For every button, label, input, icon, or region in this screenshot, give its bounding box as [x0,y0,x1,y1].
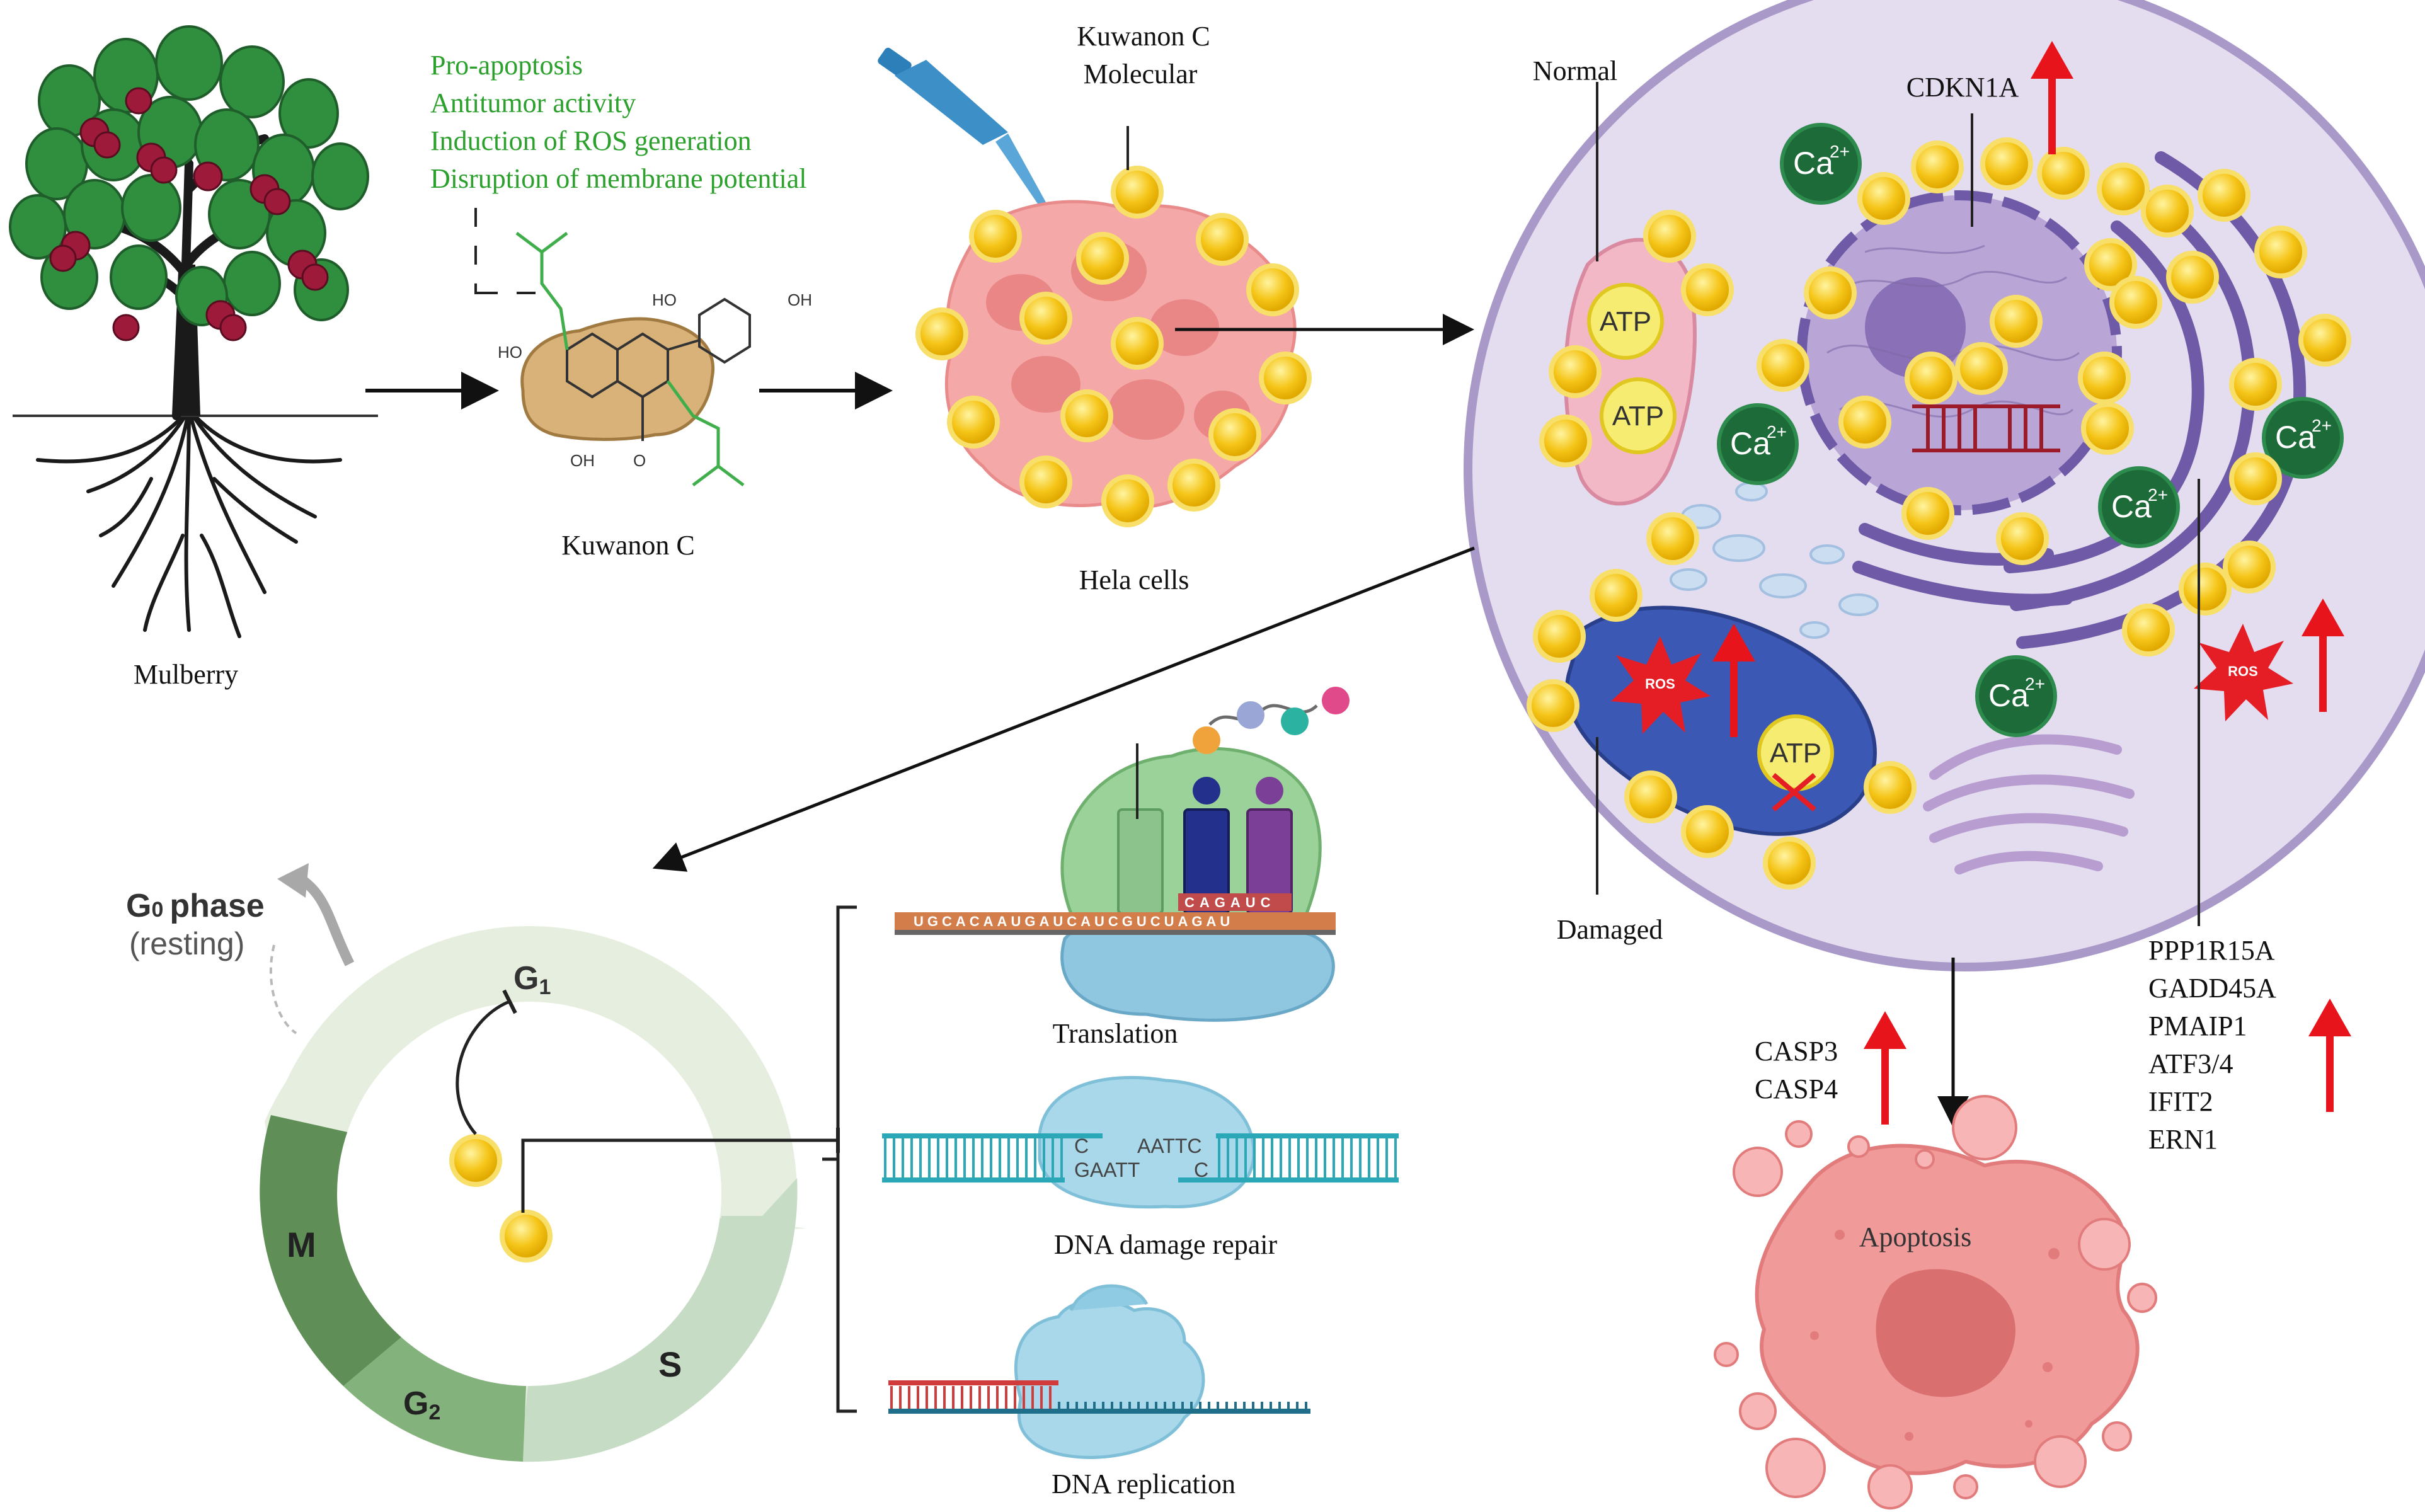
phase-g2 [343,1336,526,1462]
dna-replication [888,1284,1310,1459]
ros-burst: ROS [2194,624,2293,721]
atp-damaged-label: ATP [1770,738,1821,769]
mulberry-label: Mulberry [134,659,238,690]
gene-item: PMAIP1 [2148,1011,2247,1041]
effect-item: Antitumor activity [430,88,636,118]
ca-sup: 2+ [2025,674,2045,694]
normal-label: Normal [1533,55,1617,86]
effect-item: Disruption of membrane potential [430,163,807,194]
golgi-apparatus [1923,734,2135,874]
g0-sub: 0 [151,898,163,922]
ca-label: Ca [1793,146,1833,181]
dna-gaatt: GAATT [1074,1159,1140,1181]
g0-rest: phase [169,888,264,924]
dna-aattc: AATTC [1137,1135,1202,1157]
kuwanon-c-molecule: HO HO OH OH O [498,232,812,486]
g1-label: G1 [513,960,551,999]
ca-label: Ca [1988,678,2029,713]
g1-main: G [513,960,539,997]
mrna-sequence: UGCACAAUGAUCAUCGUCUAGAU [914,914,1234,929]
ros-label: ROS [2228,663,2258,679]
gene-item: IFIT2 [2148,1086,2213,1117]
g1-sub: 1 [539,975,551,999]
resting-label: (resting) [129,926,244,961]
calcium-ions: Ca2+ Ca2+ Ca2+ Ca2+ Ca2+ [1717,123,2344,737]
upregulated-gene-list: PPP1R15A GADD45A PMAIP1 ATF3/4 IFIT2 ERN… [2148,935,2276,1155]
g2-main: G [403,1385,428,1422]
nucleus-dna [1912,404,2060,452]
dna-repair: C AATTC GAATT C [882,1075,1399,1209]
ca-sup: 2+ [1830,142,1850,161]
molecule-ho-1: HO [498,343,522,362]
gene-item: ERN1 [2148,1124,2218,1155]
kuwanon-c-label: Kuwanon C [561,530,694,561]
ca-sup: 2+ [2148,485,2168,505]
translation-label: Translation [1053,1018,1178,1049]
cell-cycle-ring [260,926,840,1462]
arrow-up-icon [2308,999,2351,1112]
gene-item: GADD45A [2148,973,2276,1004]
ca-label: Ca [2275,420,2315,455]
ca-label: Ca [1730,426,1770,461]
caspase-list: CASP3 CASP4 [1755,1036,1838,1104]
codon-sequence: CAGAUC [1184,895,1276,910]
mitochondrion-normal: ATP ATP [1564,238,1697,506]
hela-cell-cluster [918,168,1309,525]
atp-label: ATP [1600,306,1651,337]
apoptosis-label: Apoptosis [1859,1222,1971,1252]
kuwanon-molecular-label-1: Kuwanon C [1077,21,1210,52]
ca-sup: 2+ [2312,416,2332,435]
dna-c-1: C [1074,1135,1089,1157]
g0-main: G [126,888,151,924]
effects-connector [474,208,536,294]
ros-label: ROS [1645,676,1675,692]
molecule-o: O [633,451,646,470]
hela-cells-label: Hela cells [1079,564,1190,595]
atp-label: ATP [1612,401,1664,432]
pipette-icon [878,47,1049,211]
dna-replication-label: DNA replication [1052,1469,1235,1499]
g2-label: G2 [403,1385,440,1424]
phase-m [260,1115,403,1386]
effect-item: Pro-apoptosis [430,50,583,81]
g0-entry-arrow [269,944,297,1034]
caspase-item: CASP4 [1755,1074,1838,1104]
molecule-ho-2: HO [652,290,677,309]
caspase-item: CASP3 [1755,1036,1838,1067]
ca-sup: 2+ [1767,422,1787,442]
cdkn1a-label: CDKN1A [1906,72,2019,103]
molecule-oh-1: OH [788,290,812,309]
g2-sub: 2 [428,1400,440,1424]
vesicle-fragments [1670,481,1879,639]
gene-item: ATF3/4 [2148,1048,2233,1079]
process-bracket [822,905,857,1413]
effects-list: Pro-apoptosis Antitumor activity Inducti… [430,50,807,194]
mulberry-tree [9,25,378,638]
dna-c-2: C [1194,1159,1208,1181]
effect-item: Induction of ROS generation [430,125,752,156]
arrow-up-icon [1864,1011,1906,1125]
atp-blocked-icon [1772,772,1816,812]
m-phase-label: M [287,1225,316,1264]
molecule-oh-2: OH [570,451,595,470]
damaged-label: Damaged [1557,914,1663,945]
kuwanon-molecular-label-2: Molecular [1084,59,1198,89]
dna-damage-repair-label: DNA damage repair [1054,1229,1278,1260]
arrow-cell-to-cycle [652,546,1475,872]
ros-burst: ROS [1611,636,1711,734]
phase-s-extended [699,1178,798,1361]
ca-label: Ca [2111,489,2152,524]
ribosome-translation: UGCACAAUGAUCAUCGUCUAGAU CAGAUC [895,687,1350,1022]
apoptotic-cell [1714,1095,2157,1509]
s-phase-label: S [658,1344,682,1384]
cell-pointers [1596,82,2200,926]
gene-item: PPP1R15A [2148,935,2275,966]
cell-diagram: ATP ATP ATP Ca2+ Ca2+ Ca2+ Ca2+ Ca2+ [1464,0,2425,971]
